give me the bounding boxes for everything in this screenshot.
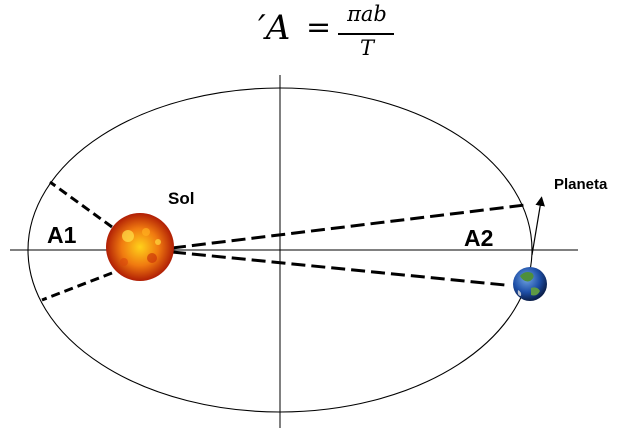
planet-label: Planeta [554, 176, 608, 193]
sun-icon [106, 213, 174, 281]
sun-label: Sol [168, 189, 194, 208]
formula-numerator: πab [347, 2, 387, 26]
area-2-label: A2 [464, 225, 493, 251]
formula-equals: = [306, 10, 332, 45]
a1-ray-lower [41, 271, 113, 302]
velocity-arrow [531, 196, 545, 256]
a2-ray-lower [171, 250, 506, 287]
formula-lhs: ′A [258, 8, 291, 48]
a1-ray-upper [49, 180, 113, 229]
formula-fraction-bar [338, 33, 394, 35]
formula-denominator: T [359, 36, 374, 60]
planet-earth-icon [513, 267, 547, 301]
area-1-label: A1 [47, 222, 77, 248]
area-velocity-formula: ′A = πab T [0, 2, 620, 66]
